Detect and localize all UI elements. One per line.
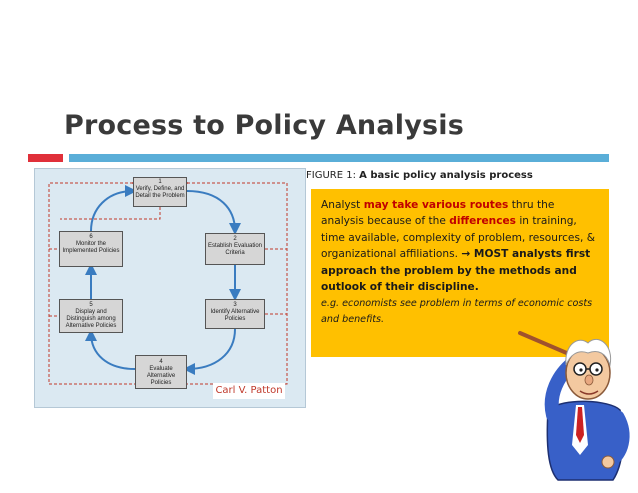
step-6-number: 6 <box>89 234 93 240</box>
callout-key-point: MOST analysts first approach the problem… <box>321 248 591 294</box>
caption-label: FIGURE 1: <box>306 170 356 181</box>
slide-title: Process to Policy Analysis <box>64 110 465 141</box>
step-6-box: 6 Monitor the Implemented Policies <box>59 231 123 267</box>
professor-illustration <box>518 331 630 481</box>
step-3-number: 3 <box>233 302 237 308</box>
feedback-center <box>60 207 161 220</box>
step-5-label: Display and Distinguish among Alternativ… <box>65 309 117 329</box>
process-diagram: 1 Verify, Define, and Detail the Problem… <box>34 168 306 408</box>
callout-text-2: thru the analysis because of the <box>321 199 555 228</box>
step-5-box: 5 Display and Distinguish among Alternat… <box>59 299 123 333</box>
step-2-number: 2 <box>233 236 237 242</box>
callout-text-1: Analyst <box>321 199 364 211</box>
caption-text: A basic policy analysis process <box>359 170 533 181</box>
arrow-3-to-4 <box>183 328 236 375</box>
callout-emphasis-differences: differences <box>449 215 516 228</box>
step-4-label: Evaluate Alternative Policies <box>146 366 176 386</box>
figure-caption: FIGURE 1: A basic policy analysis proces… <box>306 170 533 181</box>
step-1-box: 1 Verify, Define, and Detail the Problem <box>133 177 187 207</box>
feedback-right <box>183 180 288 385</box>
step-5-number: 5 <box>89 302 93 308</box>
step-6-label: Monitor the Implemented Policies <box>62 241 120 254</box>
arrow-6-to-1 <box>90 185 137 232</box>
step-1-label: Verify, Define, and Detail the Problem <box>135 186 185 199</box>
callout-emphasis-routes: may take various routes <box>363 199 509 211</box>
step-1-number: 1 <box>158 179 162 185</box>
step-3-label: Identify Alternative Policies <box>210 309 260 322</box>
step-4-number: 4 <box>159 359 163 365</box>
step-4-box: 4 Evaluate Alternative Policies <box>135 355 187 389</box>
callout-box: Analyst may take various routes thru the… <box>311 189 609 357</box>
callout-text-3: in training, time available, complexity … <box>321 215 595 261</box>
step-2-label: Establish Evaluation Criteria <box>207 243 263 256</box>
diagram-connectors <box>48 180 288 385</box>
accent-bar-blue <box>69 154 609 162</box>
feedback-left <box>48 180 137 385</box>
arrow-icon: → <box>461 248 471 261</box>
arrow-1-to-2 <box>186 190 241 235</box>
figure-attribution: Carl V. Patton <box>213 383 285 399</box>
step-2-box: 2 Establish Evaluation Criteria <box>205 233 265 265</box>
callout-example: e.g. economists see problem in terms of … <box>321 298 593 326</box>
accent-bar-red <box>28 154 63 162</box>
step-3-box: 3 Identify Alternative Policies <box>205 299 265 329</box>
arrow-4-to-5 <box>85 329 136 370</box>
